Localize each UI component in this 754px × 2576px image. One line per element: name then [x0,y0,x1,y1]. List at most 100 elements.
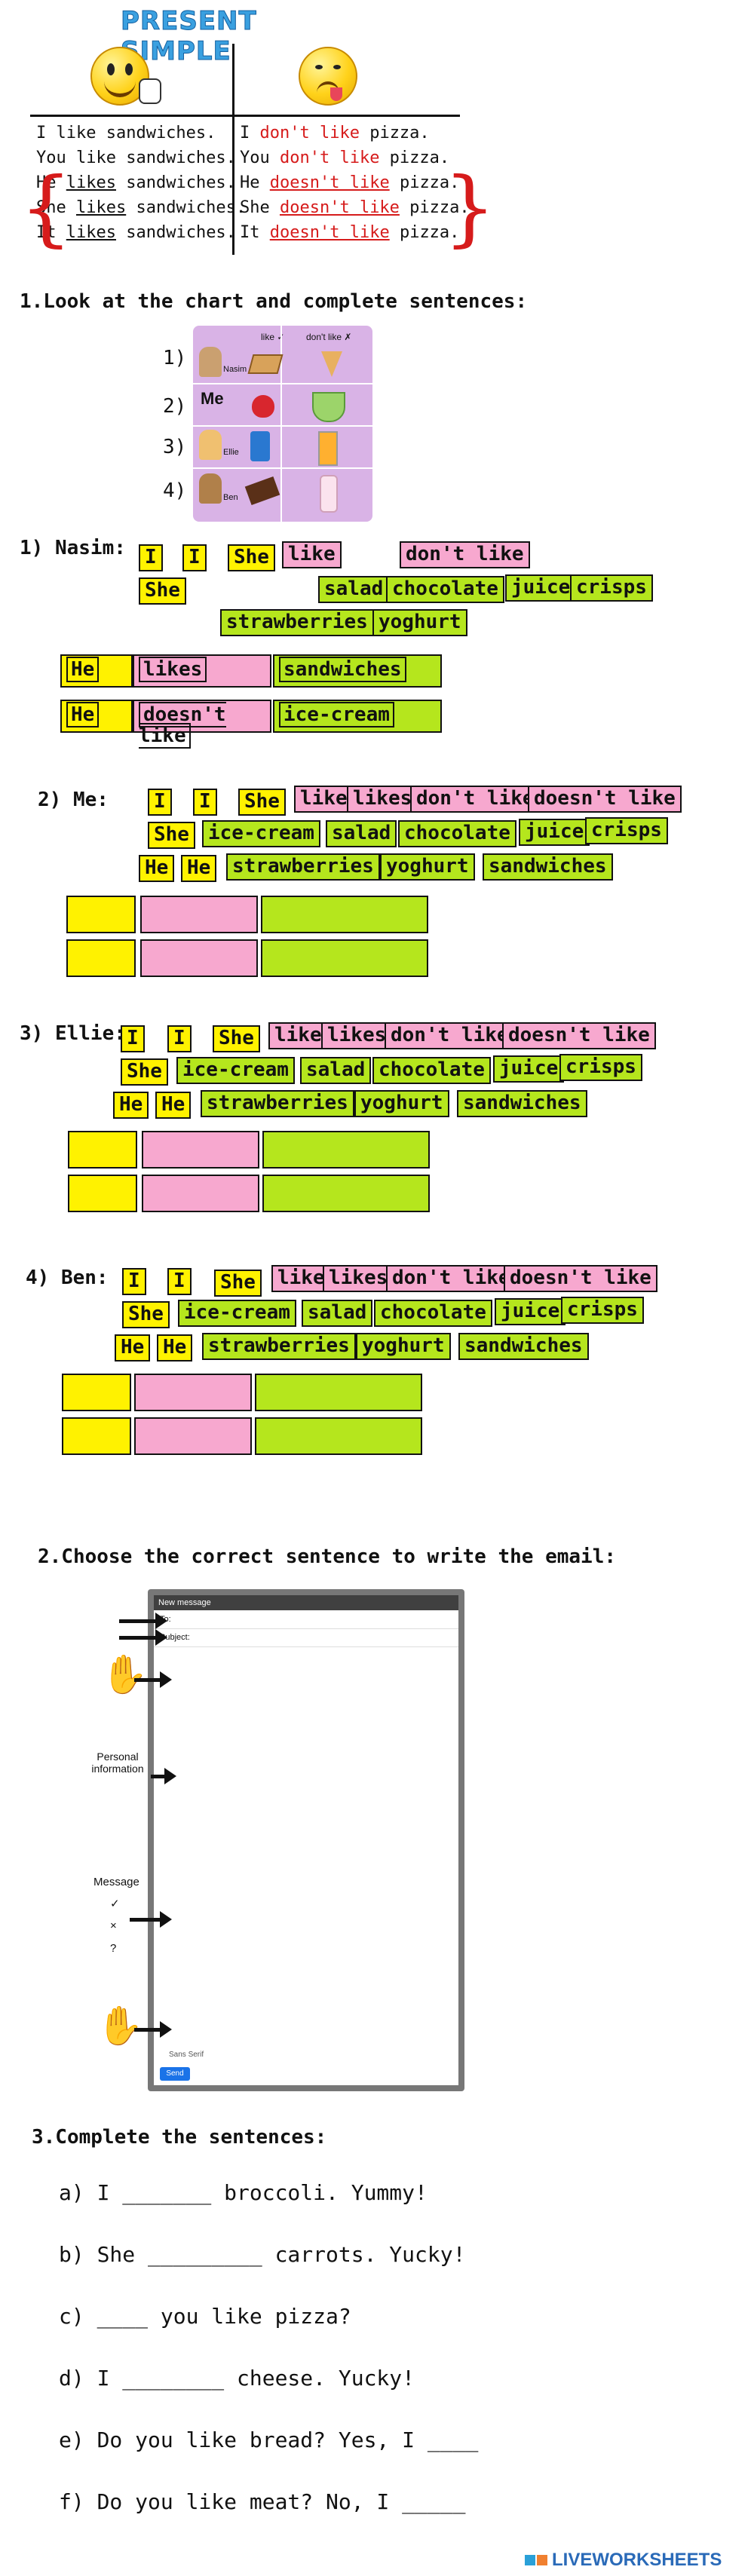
answer-box-object[interactable] [261,896,428,933]
word-chip-verb[interactable]: like [294,786,354,813]
answer-box-verb[interactable] [134,1417,252,1455]
word-chip-object[interactable]: ice-cream [202,820,320,847]
word-chip-object[interactable]: sandwiches [458,1333,589,1360]
word-chip-subject[interactable]: She [228,544,275,571]
sentence-item[interactable]: d) I ________ cheese. Yucky! [59,2366,415,2391]
word-chip-subject[interactable]: I [182,544,207,571]
word-chip-verb[interactable]: likes [323,1265,394,1292]
answer-box-object[interactable]: ice-cream [273,700,442,733]
word-chip-subject[interactable]: She [148,822,195,849]
word-chip-verb[interactable]: like [271,1265,331,1292]
word-chip-subject[interactable]: He [115,1334,151,1362]
answer-box-object[interactable] [255,1374,422,1411]
word-chip-verb[interactable]: like [282,541,342,568]
word-chip-subject[interactable]: He [139,855,175,882]
word-chip-object[interactable]: juice [505,574,577,602]
word-chip-subject[interactable]: She [238,789,286,816]
word-chip-verb[interactable]: likes [321,1022,393,1049]
word-chip-object[interactable]: strawberries [226,853,380,881]
word-chip-subject[interactable]: I [167,1025,192,1052]
word-chip-subject[interactable]: He [155,1092,192,1119]
word-chip-object[interactable]: strawberries [202,1333,356,1360]
word-chip-subject[interactable]: I [167,1268,192,1295]
word-chip-object[interactable]: chocolate [372,1057,491,1084]
answer-box-subject[interactable] [62,1374,131,1411]
answer-box-subject[interactable] [68,1175,137,1212]
answer-box-object[interactable] [262,1131,430,1169]
word-chip-object[interactable]: ice-cream [178,1300,296,1327]
word-chip-object[interactable]: salad [302,1300,373,1327]
word-chip-object[interactable]: crisps [585,817,668,844]
word-chip-object[interactable]: crisps [561,1297,644,1324]
word-chip-object[interactable]: salad [326,820,397,847]
word-chip-verb[interactable]: don't like [400,541,530,568]
word-chip-object[interactable]: crisps [559,1054,642,1081]
word-chip-object[interactable]: salad [300,1057,372,1084]
answer-box-verb[interactable] [134,1374,252,1411]
word-chip-verb[interactable]: don't like [410,786,541,813]
word-chip-object[interactable]: chocolate [398,820,516,847]
word-chip-verb[interactable]: doesn't like [504,1265,657,1292]
answer-box-subject[interactable]: He [60,700,133,733]
word-chip-object[interactable]: yoghurt [380,853,475,881]
word-chip-verb[interactable]: don't like [386,1265,516,1292]
word-chip-object[interactable]: crisps [570,574,653,602]
answer-box-object[interactable] [255,1417,422,1455]
word-chip-object[interactable]: ice-cream [176,1057,295,1084]
answer-box-object[interactable] [261,939,428,977]
word-chip-object[interactable]: juice [495,1298,566,1325]
word-chip-object[interactable]: yoghurt [356,1333,451,1360]
font-selector[interactable]: Sans Serif [169,2051,204,2059]
word-chip-object[interactable]: yoghurt [372,609,467,636]
answer-box-verb[interactable] [140,896,258,933]
word-chip-verb[interactable]: don't like [385,1022,515,1049]
answer-box-subject[interactable] [62,1417,131,1455]
answer-box-verb[interactable] [142,1131,259,1169]
word-chip-verb[interactable]: like [268,1022,328,1049]
answer-box-subject[interactable]: He [60,654,133,688]
answer-box-verb[interactable] [140,939,258,977]
word-chip-subject[interactable]: I [121,1025,145,1052]
word-chip-object[interactable]: strawberries [220,609,374,636]
word-chip-subject[interactable]: She [121,1058,168,1086]
word-chip-subject[interactable]: I [122,1268,146,1295]
email-body[interactable] [154,1649,458,2042]
word-chip-subject[interactable]: She [139,577,186,605]
word-chip-verb[interactable]: likes [347,786,418,813]
word-chip-subject[interactable]: I [148,789,172,816]
send-button[interactable]: Send [160,2067,190,2081]
word-chip-object[interactable]: sandwiches [457,1090,587,1117]
word-chip-object[interactable]: sandwiches [483,853,613,881]
answer-box-subject[interactable] [68,1131,137,1169]
sentence-item[interactable]: c) ____ you like pizza? [59,2304,351,2329]
word-chip-subject[interactable]: She [122,1301,170,1328]
word-chip-object[interactable]: chocolate [374,1300,492,1327]
word-chip-subject[interactable]: He [113,1092,149,1119]
word-chip-subject[interactable]: She [213,1025,260,1052]
word-chip-subject[interactable]: He [181,855,217,882]
word-chip-subject[interactable]: He [157,1334,193,1362]
word-chip-verb[interactable]: doesn't like [502,1022,656,1049]
word-chip-verb[interactable]: doesn't like [528,786,682,813]
word-chip-object[interactable]: yoghurt [354,1090,449,1117]
answer-box-subject[interactable] [66,939,136,977]
answer-box-subject[interactable] [66,896,136,933]
word-chip-object[interactable]: chocolate [386,576,504,603]
sentence-item[interactable]: b) She _________ carrots. Yucky! [59,2242,466,2267]
answer-box-object[interactable] [262,1175,430,1212]
word-chip-object[interactable]: juice [493,1055,565,1083]
word-chip-subject[interactable]: I [139,544,163,571]
answer-box-verb[interactable] [142,1175,259,1212]
sentence-item[interactable]: f) Do you like meat? No, I _____ [59,2489,466,2514]
answer-box-object[interactable]: sandwiches [273,654,442,688]
sentence-item[interactable]: a) I _______ broccoli. Yummy! [59,2180,428,2205]
word-chip-object[interactable]: salad [318,576,390,603]
section1-heading: 1.Look at the chart and complete sentenc… [20,290,528,313]
word-chip-object[interactable]: strawberries [201,1090,354,1117]
word-chip-subject[interactable]: I [193,789,217,816]
answer-box-verb[interactable]: doesn't like [133,700,271,749]
answer-box-verb[interactable]: likes [133,654,271,688]
word-chip-object[interactable]: juice [519,819,590,846]
sentence-item[interactable]: e) Do you like bread? Yes, I ____ [59,2427,479,2452]
word-chip-subject[interactable]: She [214,1270,262,1297]
